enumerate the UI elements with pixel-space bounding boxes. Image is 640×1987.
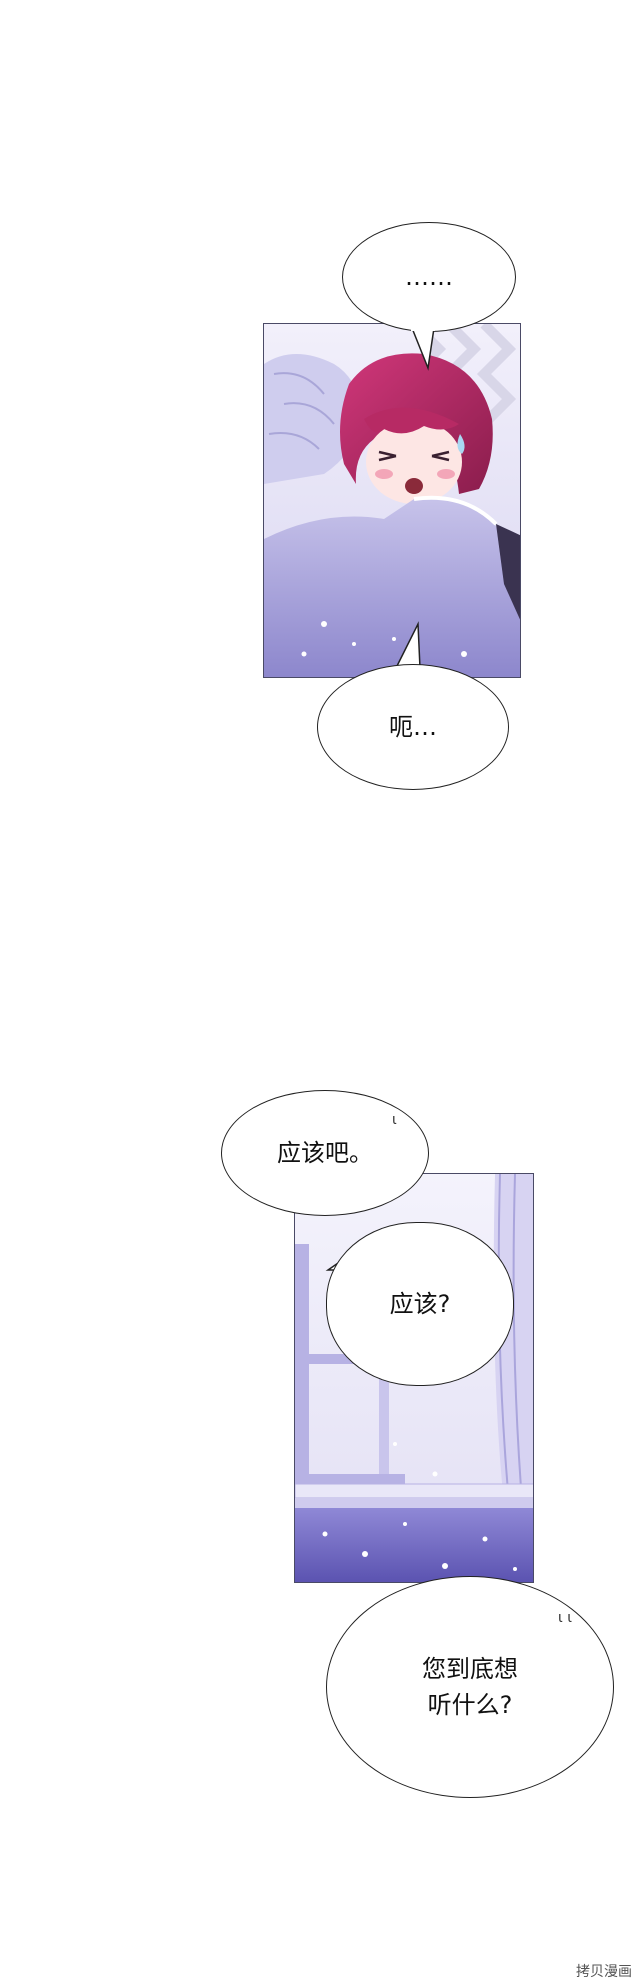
speech-bubble-uh: 呃… — [317, 664, 509, 790]
speech-bubble-what-do-you-want: 您到底想 听什么? — [326, 1576, 614, 1798]
speech-text-what-do-you-want: 您到底想 听什么? — [422, 1655, 518, 1719]
speech-bubble-probably-question: 应该? — [326, 1222, 514, 1386]
speech-bubble-tail — [395, 621, 421, 669]
speech-bubble-probably: 应该吧。 — [221, 1090, 429, 1216]
speech-text-probably-question: 应该? — [389, 1290, 451, 1318]
watermark: 拷贝漫画 — [576, 1964, 632, 1980]
speech-bubble-ellipsis: …… — [342, 222, 516, 332]
sweat-mark: ι — [392, 1112, 397, 1128]
panel-embrace — [263, 323, 521, 678]
speech-text-probably: 应该吧。 — [277, 1139, 373, 1167]
embrace-illustration — [264, 324, 520, 677]
speech-bubble-tail — [411, 327, 435, 371]
sweat-mark: ι ι — [558, 1610, 572, 1626]
speech-text-uh: 呃… — [389, 713, 437, 741]
speech-text-ellipsis: …… — [405, 263, 453, 291]
